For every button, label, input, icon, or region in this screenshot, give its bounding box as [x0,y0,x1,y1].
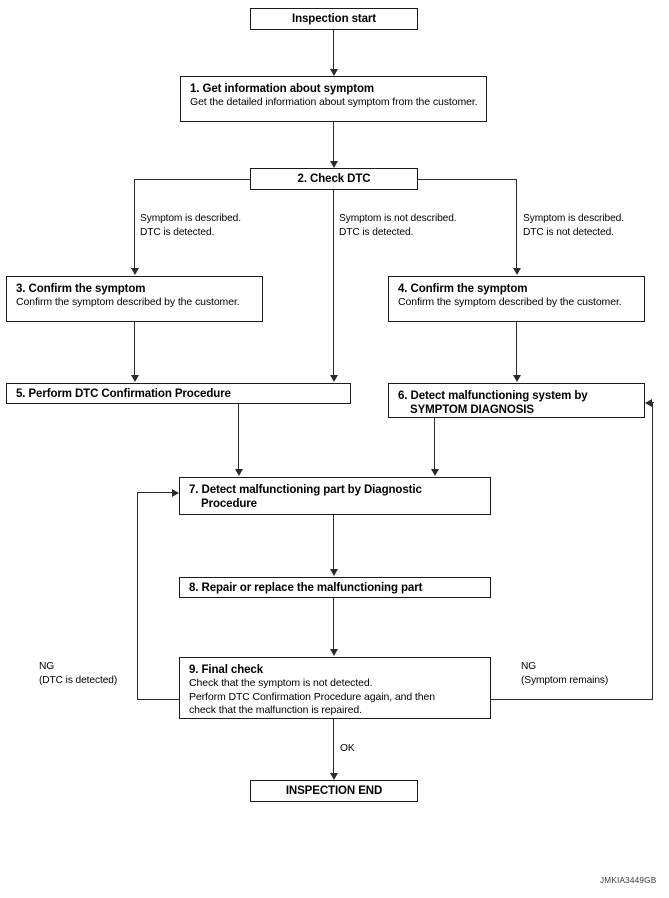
figure-code: JMKIA3449GB [600,876,657,885]
edge-label-loop-left-ng: NG (DTC is detected) [39,661,118,686]
arrowhead-9-to-end [330,773,338,780]
node-5-title: 5. Perform DTC Confirmation Procedure [16,388,231,400]
arrowhead-5-to-7 [235,469,243,476]
node-6-title-line2: SYMPTOM DIAGNOSIS [410,404,534,416]
node-inspection-end-label: INSPECTION END [285,785,383,797]
node-8-title: 8. Repair or replace the malfunctioning … [189,582,423,594]
node-inspection-start: Inspection start [250,8,418,30]
edge-label-loop-right-ng: NG (Symptom remains) [521,661,609,686]
connector-2-branch-left-horizontal [134,178,251,180]
connector-5-to-7 [238,404,240,469]
node-4-body: Confirm the symptom described by the cus… [398,296,622,308]
edge-label-branch-left: Symptom is described. DTC is detected. [140,213,241,238]
node-7-title-line2: Procedure [201,498,257,510]
arrowhead-loop-left-to-7 [172,488,179,497]
connector-loop-left-vertical [137,492,139,700]
arrowhead-6-to-7 [431,469,439,476]
arrowhead-loop-right-to-6 [645,398,652,407]
arrowhead-3-to-5 [131,375,139,382]
node-9-final-check: 9. Final check Check that the symptom is… [179,657,491,719]
connector-loop-right-vertical [652,402,654,700]
connector-1-to-2 [333,122,335,161]
connector-2-branch-middle-vertical [333,190,335,375]
connector-3-to-5 [134,322,136,375]
connector-loop-left-bottom [137,699,180,701]
node-1-get-information: 1. Get information about symptom Get the… [180,76,487,122]
node-inspection-end: INSPECTION END [250,780,418,802]
node-2-check-dtc: 2. Check DTC [250,168,418,190]
connector-loop-right-into-6 [651,402,654,404]
node-7-title-line1: 7. Detect malfunctioning part by Diagnos… [189,484,422,496]
arrowhead-2-to-5 [330,375,338,382]
arrowhead-4-to-6 [513,375,521,382]
connector-start-to-1 [333,30,335,69]
arrowhead-start-to-1 [330,69,338,76]
node-7-detect-part: 7. Detect malfunctioning part by Diagnos… [179,477,491,515]
arrowhead-8-to-9 [330,649,338,656]
node-6-title-line1: 6. Detect malfunctioning system by [398,390,588,402]
connector-loop-left-top [137,492,172,494]
connector-7-to-8 [333,515,335,569]
arrowhead-1-to-2 [330,161,338,168]
node-2-title: 2. Check DTC [297,173,371,185]
node-3-title: 3. Confirm the symptom [16,283,146,295]
node-1-body: Get the detailed information about sympt… [190,96,478,108]
edge-label-branch-right: Symptom is described. DTC is not detecte… [523,213,624,238]
connector-9-to-end [333,719,335,773]
connector-2-branch-right-vertical [516,178,518,269]
node-inspection-start-label: Inspection start [291,13,377,25]
node-9-title: 9. Final check [189,664,264,676]
node-9-body: Check that the symptom is not detected. … [189,677,435,716]
connector-2-branch-left-vertical [134,178,136,269]
node-3-body: Confirm the symptom described by the cus… [16,296,240,308]
connector-6-to-7 [434,418,436,469]
connector-2-branch-right-horizontal [417,178,517,180]
connector-4-to-6 [516,322,518,375]
node-5-perform-dtc-confirmation: 5. Perform DTC Confirmation Procedure [6,383,351,404]
edge-label-ok: OK [340,743,355,754]
connector-loop-right-bottom [490,699,653,701]
connector-8-to-9 [333,598,335,649]
node-1-title: 1. Get information about symptom [190,83,375,95]
node-8-repair-replace: 8. Repair or replace the malfunctioning … [179,577,491,598]
node-3-confirm-symptom: 3. Confirm the symptom Confirm the sympt… [6,276,263,322]
node-6-detect-system: 6. Detect malfunctioning system by SYMPT… [388,383,645,418]
arrowhead-2-to-4 [513,268,521,275]
edge-label-branch-middle: Symptom is not described. DTC is detecte… [339,213,457,238]
arrowhead-2-to-3 [131,268,139,275]
arrowhead-7-to-8 [330,569,338,576]
node-4-confirm-symptom: 4. Confirm the symptom Confirm the sympt… [388,276,645,322]
node-4-title: 4. Confirm the symptom [398,283,528,295]
